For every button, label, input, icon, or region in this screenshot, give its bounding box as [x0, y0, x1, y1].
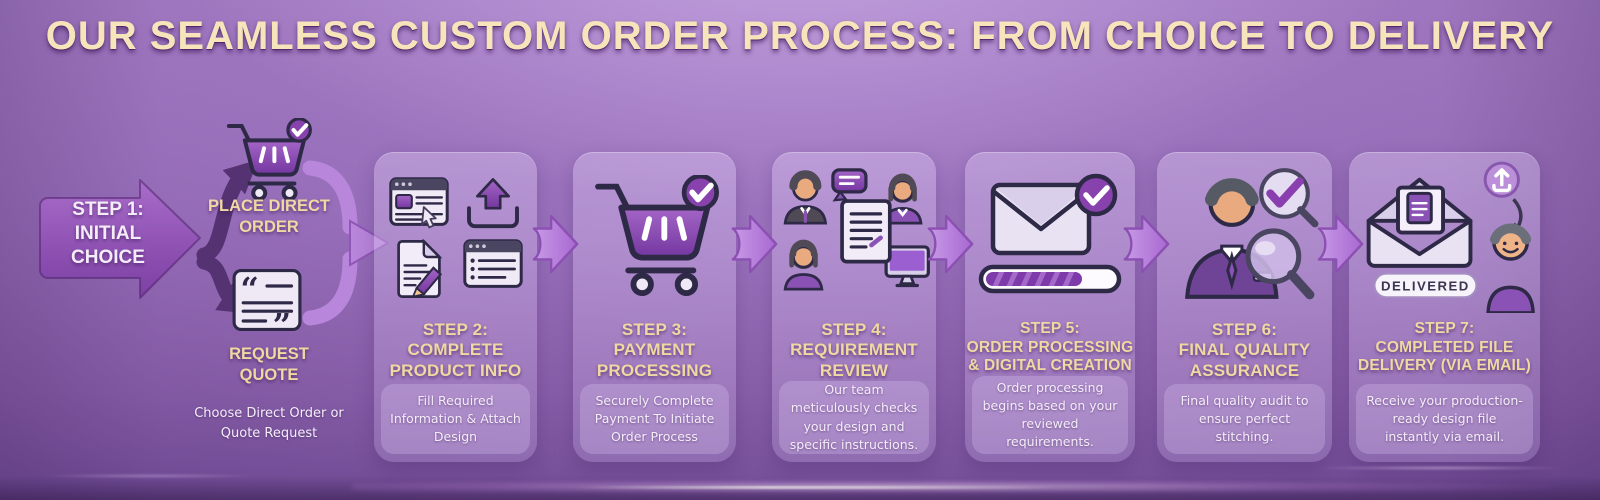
option-place-direct-order: PLACE DIRECT ORDER — [208, 197, 330, 236]
flow-arrow-icon — [731, 214, 778, 274]
step1-line1: STEP 1: — [72, 199, 144, 220]
inspector-icon — [1184, 168, 1318, 300]
step4-title-line2: REQUIREMENT — [790, 340, 918, 360]
step1-description: Choose Direct Order or Quote Request — [194, 406, 344, 442]
flow-arrow-icon — [1317, 214, 1364, 274]
step7-title-line3: DELIVERY (VIA EMAIL) — [1357, 357, 1532, 375]
step5-title-line1: STEP 5: — [1020, 320, 1080, 337]
flow-arrow-icon — [1123, 214, 1170, 274]
step2-description: Fill Required Information & Attach Desig… — [381, 384, 530, 454]
flow-arrow-icon — [927, 214, 974, 274]
step4-title-line1: STEP 4: — [821, 320, 887, 339]
edit-document-icon — [396, 239, 442, 298]
step2-title-line3: PRODUCT INFO — [389, 360, 522, 380]
step5-description: Order processing begins based on your re… — [972, 375, 1128, 454]
step7-title-line1: STEP 7: — [1414, 320, 1475, 337]
step3-card: STEP 3: PAYMENT PROCESSING Securely Comp… — [573, 152, 736, 462]
browser-form-icon — [388, 177, 449, 229]
step5-title-line2: ORDER PROCESSING — [966, 338, 1134, 356]
light-streak — [40, 474, 260, 478]
lens-flare-core — [576, 486, 1056, 489]
step6-title: STEP 6: FINAL QUALITY ASSURANCE — [1157, 320, 1332, 381]
option-request-quote: REQUEST QUOTE — [229, 345, 309, 384]
step6-title-line3: ASSURANCE — [1189, 360, 1300, 380]
flow-arrow-icon — [532, 214, 579, 274]
step6-card: STEP 6: FINAL QUALITY ASSURANCE Final qu… — [1157, 152, 1332, 462]
speech-bubble-icon — [831, 168, 868, 194]
step1-arrow-shape — [39, 179, 201, 299]
svg-text:“: “ — [240, 270, 259, 308]
step7-title: STEP 7: COMPLETED FILE DELIVERY (VIA EMA… — [1349, 320, 1540, 376]
step4-title-line3: REVIEW — [819, 360, 889, 380]
step7-card: DELIVERED STEP 7: COMPLETED FILE DELIVER… — [1349, 152, 1540, 462]
upload-circle-icon — [1483, 161, 1520, 198]
step3-description: Securely Complete Payment To Initiate Or… — [580, 384, 729, 454]
page-title: OUR SEAMLESS CUSTOM ORDER PROCESS: FROM … — [45, 14, 1555, 58]
step3-title-line1: STEP 3: — [621, 320, 688, 339]
step6-title-line1: STEP 6: — [1211, 320, 1278, 339]
step2-title-line1: STEP 2: — [422, 320, 489, 339]
light-streak — [1310, 466, 1570, 470]
step1-arrow-label: STEP 1: INITIAL CHOICE — [58, 198, 158, 269]
step2-title-line2: COMPLETE — [407, 340, 504, 360]
step4-title: STEP 4: REQUIREMENT REVIEW — [772, 320, 936, 381]
step3-title: STEP 3: PAYMENT PROCESSING — [573, 320, 736, 381]
step1-line3: CHOICE — [71, 246, 145, 268]
checklist-window-icon — [462, 239, 523, 288]
magnifier-icon — [1245, 228, 1314, 300]
step4-card: STEP 4: REQUIREMENT REVIEW Our team meti… — [772, 152, 936, 462]
cart-check-icon — [594, 174, 719, 296]
upload-icon — [466, 178, 519, 229]
step2-card: STEP 2: COMPLETE PRODUCT INFO Fill Requi… — [374, 152, 537, 462]
step4-description: Our team meticulously checks your design… — [779, 381, 929, 454]
open-envelope-document-icon: DELIVERED — [1366, 161, 1535, 313]
progress-bar-icon — [978, 264, 1122, 294]
step3-title-line2: PAYMENT — [613, 340, 696, 360]
step7-description: Receive your production-ready design fil… — [1356, 384, 1533, 454]
happy-customer-icon — [1485, 223, 1535, 313]
step6-title-line2: FINAL QUALITY — [1178, 340, 1311, 360]
step5-title: STEP 5: ORDER PROCESSING & DIGITAL CREAT… — [965, 320, 1135, 376]
step3-title-line3: PROCESSING — [596, 360, 713, 380]
cart-check-icon — [226, 118, 312, 201]
delivered-badge-label: DELIVERED — [1381, 278, 1470, 293]
team-review-icon — [783, 168, 930, 291]
step6-description: Final quality audit to ensure perfect st… — [1164, 384, 1325, 454]
step5-title-line3: & DIGITAL CREATION — [968, 357, 1132, 375]
bottom-shade — [0, 476, 1600, 500]
delivered-badge: DELIVERED — [1373, 272, 1477, 298]
step7-title-line2: COMPLETED FILE — [1375, 338, 1514, 356]
quote-document-icon: “ ” — [232, 269, 302, 334]
step1-line2: INITIAL — [74, 222, 142, 244]
step2-icon-group — [374, 152, 537, 318]
magnifier-check-icon — [1258, 168, 1318, 228]
step5-card: STEP 5: ORDER PROCESSING & DIGITAL CREAT… — [965, 152, 1135, 462]
step2-title: STEP 2: COMPLETE PRODUCT INFO — [374, 320, 537, 381]
svg-text:”: ” — [273, 306, 292, 334]
envelope-check-icon — [978, 173, 1122, 294]
